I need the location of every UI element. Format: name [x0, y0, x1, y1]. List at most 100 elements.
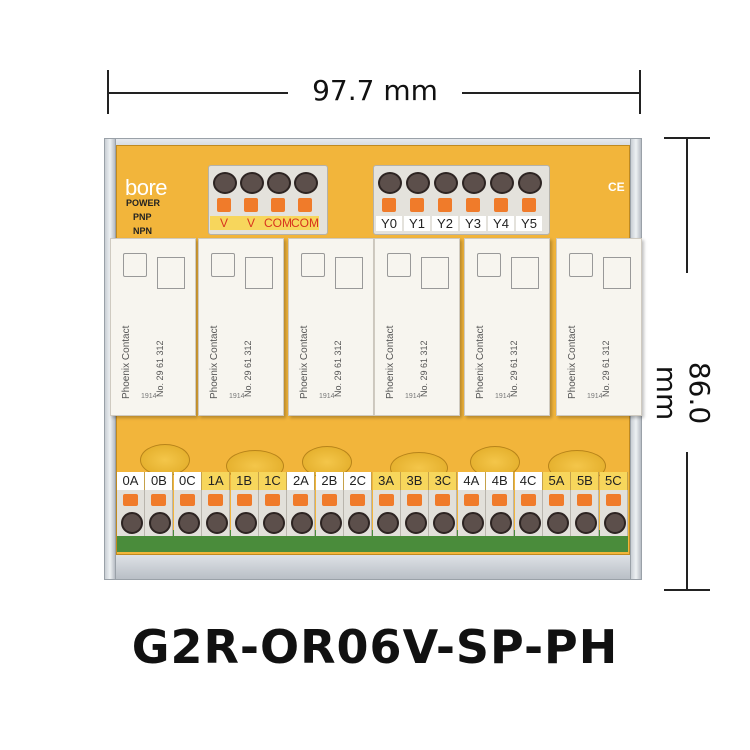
power-terminal-label: V — [237, 216, 265, 230]
terminal-hole[interactable] — [462, 172, 486, 194]
height-dimension-line-bottom — [686, 452, 688, 590]
bottom-terminal[interactable] — [173, 490, 202, 536]
bottom-terminal[interactable] — [202, 490, 231, 536]
bottom-terminal[interactable] — [344, 490, 373, 536]
height-dimension-label: 86.0 mm — [650, 361, 716, 425]
terminal-lever[interactable] — [463, 494, 479, 506]
certification-mark — [477, 253, 501, 277]
terminal-lever[interactable] — [208, 494, 224, 506]
terminal-lever[interactable] — [244, 198, 258, 212]
terminal-lever[interactable] — [236, 494, 252, 506]
terminal-hole[interactable] — [378, 172, 402, 194]
width-dimension-line-left — [108, 92, 288, 94]
bottom-terminal[interactable] — [259, 490, 287, 536]
terminal-hole[interactable] — [603, 512, 626, 534]
terminal-lever[interactable] — [577, 494, 593, 506]
bottom-terminal[interactable] — [429, 490, 458, 536]
terminal-lever[interactable] — [605, 494, 621, 506]
relay-model-text: No. 29 61 312 — [509, 340, 519, 397]
terminal-hole[interactable] — [405, 512, 427, 534]
bottom-terminal[interactable] — [287, 490, 316, 536]
bottom-terminal[interactable] — [457, 490, 486, 536]
bottom-terminal[interactable] — [543, 490, 571, 536]
terminal-hole[interactable] — [547, 512, 569, 534]
terminal-hole[interactable] — [406, 172, 430, 194]
output-terminal-label: Y1 — [404, 216, 430, 231]
terminal-lever[interactable] — [265, 494, 280, 506]
terminal-hole[interactable] — [518, 512, 541, 534]
relay-brand-text: Phoenix Contact — [567, 325, 578, 399]
terminal-lever[interactable] — [494, 198, 508, 212]
terminal-lever[interactable] — [520, 494, 536, 506]
terminal-lever[interactable] — [407, 494, 422, 506]
terminal-hole[interactable] — [376, 512, 399, 534]
output-terminal-label: Y3 — [460, 216, 486, 231]
bottom-terminal[interactable] — [599, 490, 628, 536]
terminal-hole[interactable] — [291, 512, 314, 534]
terminal-hole[interactable] — [263, 512, 285, 534]
terminal-lever[interactable] — [549, 494, 564, 506]
terminal-hole[interactable] — [490, 172, 514, 194]
terminal-lever[interactable] — [492, 494, 508, 506]
relay-model-text: No. 29 61 312 — [243, 340, 253, 397]
terminal-lever[interactable] — [298, 198, 312, 212]
bottom-terminal-label: 0A — [117, 472, 145, 490]
terminal-lever[interactable] — [123, 494, 138, 506]
terminal-lever[interactable] — [321, 494, 337, 506]
bottom-terminal[interactable] — [117, 490, 145, 536]
relay-schematic-symbol — [245, 257, 273, 289]
terminal-hole[interactable] — [433, 512, 456, 534]
relay-date-code: 1914 — [319, 393, 335, 400]
terminal-lever[interactable] — [293, 494, 309, 506]
terminal-lever[interactable] — [410, 198, 424, 212]
terminal-lever[interactable] — [378, 494, 394, 506]
bottom-terminal-label: 1B — [230, 472, 259, 490]
terminal-hole[interactable] — [575, 512, 598, 534]
terminal-lever[interactable] — [179, 494, 195, 506]
terminal-hole[interactable] — [213, 172, 237, 194]
terminal-lever[interactable] — [522, 198, 536, 212]
bottom-terminal-label: 5B — [571, 472, 600, 490]
terminal-lever[interactable] — [466, 198, 480, 212]
terminal-hole[interactable] — [234, 512, 257, 534]
terminal-hole[interactable] — [149, 512, 172, 534]
relay-date-code: 1914 — [229, 393, 245, 400]
terminal-hole[interactable] — [121, 512, 143, 534]
terminal-hole[interactable] — [518, 172, 542, 194]
terminal-hole[interactable] — [294, 172, 318, 194]
terminal-hole[interactable] — [434, 172, 458, 194]
relay-schematic-symbol — [603, 257, 631, 289]
bottom-terminal-label: 3B — [401, 472, 429, 490]
terminal-lever[interactable] — [435, 494, 451, 506]
terminal-hole[interactable] — [240, 172, 264, 194]
terminal-hole[interactable] — [490, 512, 513, 534]
terminal-hole[interactable] — [319, 512, 342, 534]
terminal-hole[interactable] — [177, 512, 200, 534]
bottom-terminal[interactable] — [486, 490, 515, 536]
bottom-terminal[interactable] — [315, 490, 344, 536]
output-terminal-label: Y0 — [376, 216, 402, 231]
terminal-hole[interactable] — [267, 172, 291, 194]
terminal-lever[interactable] — [151, 494, 167, 506]
output-terminal-label: Y5 — [516, 216, 542, 231]
terminal-lever[interactable] — [350, 494, 366, 506]
bottom-terminal[interactable] — [571, 490, 600, 536]
bottom-terminal[interactable] — [372, 490, 401, 536]
ce-mark: CE — [608, 180, 625, 194]
terminal-lever[interactable] — [382, 198, 396, 212]
terminal-lever[interactable] — [217, 198, 231, 212]
relay-schematic-symbol — [421, 257, 449, 289]
terminal-hole[interactable] — [206, 512, 229, 534]
terminal-lever[interactable] — [438, 198, 452, 212]
bottom-terminal[interactable] — [401, 490, 429, 536]
terminal-lever[interactable] — [271, 198, 285, 212]
bottom-terminal[interactable] — [145, 490, 174, 536]
bottom-terminal-label: 5A — [543, 472, 571, 490]
terminal-hole[interactable] — [348, 512, 371, 534]
terminal-hole[interactable] — [461, 512, 484, 534]
bottom-terminal[interactable] — [230, 490, 259, 536]
bottom-terminal[interactable] — [514, 490, 543, 536]
